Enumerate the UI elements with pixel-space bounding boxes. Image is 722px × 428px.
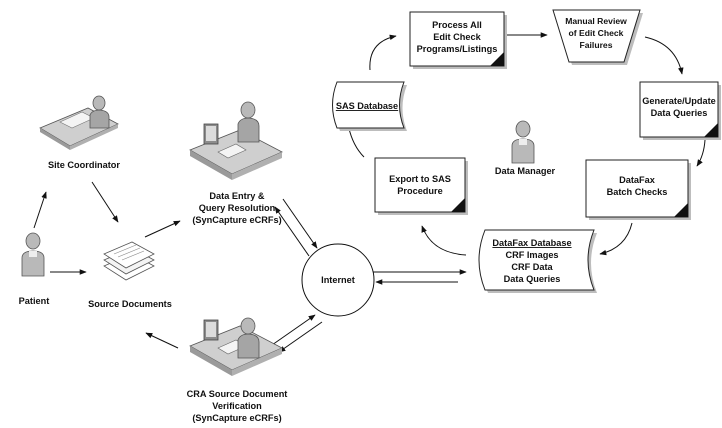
manual-review-line-1: Manual Review xyxy=(565,16,627,26)
manual-review-line-3: Failures xyxy=(580,40,613,50)
internet-node: Internet xyxy=(301,243,375,317)
manual-review-node: Manual Review of Edit Check Failures xyxy=(552,9,643,65)
arrow-internet-to-dataentry xyxy=(274,206,310,257)
arrow-internet-to-cra xyxy=(278,321,323,353)
datafax-database-node: DataFax Database CRF Images CRF Data Dat… xyxy=(478,229,597,293)
source-documents-node: Source Documents xyxy=(88,241,172,309)
datafax-database-shape xyxy=(478,229,595,291)
arrow-review-to-generate xyxy=(644,36,684,75)
datafax-database-title: DataFax Database xyxy=(492,238,571,248)
export-sas-box xyxy=(374,157,466,213)
data-entry-line-3: (SynCapture eCRFs) xyxy=(192,215,281,225)
datafax-batch-box xyxy=(585,159,689,218)
patient-person-icon xyxy=(21,232,45,277)
cra-line-2: Verification xyxy=(212,401,262,411)
source-documents-label: Source Documents xyxy=(88,299,172,309)
generate-update-corner xyxy=(704,123,718,137)
documents-stack-icon xyxy=(103,241,155,281)
arrow-sas-to-process xyxy=(369,34,397,71)
export-sas-corner xyxy=(451,198,465,212)
data-manager-person-icon xyxy=(511,120,535,164)
generate-update-line-1: Generate/Update xyxy=(642,96,716,106)
data-manager-node: Data Manager xyxy=(495,120,556,176)
process-all-node: Process All Edit Check Programs/Listings xyxy=(409,11,507,69)
datafax-database-line-1: CRF Images xyxy=(505,250,558,260)
generate-update-box xyxy=(639,81,719,138)
data-entry-workstation-icon xyxy=(189,101,283,180)
arrow-dataentry-to-internet xyxy=(282,198,318,249)
site-coordinator-node: Site Coordinator xyxy=(39,95,120,170)
internet-label: Internet xyxy=(321,275,355,285)
cra-verification-node: CRA Source Document Verification (SynCap… xyxy=(187,317,288,423)
arrow-generate-to-batch xyxy=(696,139,706,167)
manual-review-line-2: of Edit Check xyxy=(569,28,624,38)
datafax-batch-node: DataFax Batch Checks xyxy=(585,159,691,220)
data-entry-line-1: Data Entry & xyxy=(209,191,265,201)
patient-label: Patient xyxy=(19,296,50,306)
export-sas-node: Export to SAS Procedure xyxy=(374,157,468,215)
sas-database-node: SAS Database xyxy=(332,81,407,131)
cra-line-1: CRA Source Document xyxy=(187,389,288,399)
data-entry-node: Data Entry & Query Resolution (SynCaptur… xyxy=(189,101,283,225)
sas-database-label: SAS Database xyxy=(336,101,398,111)
arrow-datafax-to-export xyxy=(421,225,467,256)
arrow-source-to-dataentry xyxy=(144,220,181,238)
arrow-coordinator-to-source xyxy=(91,181,119,223)
arrow-patient-to-coordinator xyxy=(33,191,47,229)
cra-workstation-icon xyxy=(189,317,283,376)
arrow-batch-to-datafax xyxy=(599,222,633,256)
export-sas-line-2: Procedure xyxy=(397,186,442,196)
data-manager-label: Data Manager xyxy=(495,166,556,176)
coordinator-workstation-icon xyxy=(39,95,119,150)
process-all-line-2: Edit Check xyxy=(433,32,481,42)
sas-database-shape xyxy=(332,81,405,129)
datafax-batch-line-2: Batch Checks xyxy=(607,187,668,197)
process-all-box xyxy=(409,11,505,67)
datafax-database-line-3: Data Queries xyxy=(504,274,561,284)
manual-review-shape xyxy=(552,9,641,63)
export-sas-line-1: Export to SAS xyxy=(389,174,451,184)
patient-node: Patient xyxy=(19,232,50,306)
process-all-corner xyxy=(490,52,504,66)
internet-circle xyxy=(301,243,375,317)
datafax-batch-line-1: DataFax xyxy=(619,175,656,185)
site-coordinator-label: Site Coordinator xyxy=(48,160,120,170)
datafax-database-line-2: CRF Data xyxy=(511,262,553,272)
generate-update-node: Generate/Update Data Queries xyxy=(639,81,721,140)
arrow-cra-to-internet xyxy=(271,314,316,346)
process-all-line-1: Process All xyxy=(432,20,482,30)
arrow-cra-to-source xyxy=(145,332,179,349)
generate-update-line-2: Data Queries xyxy=(651,108,708,118)
process-all-line-3: Programs/Listings xyxy=(417,44,498,54)
data-entry-line-2: Query Resolution xyxy=(199,203,276,213)
cra-line-3: (SynCapture eCRFs) xyxy=(192,413,281,423)
datafax-batch-corner xyxy=(674,203,688,217)
